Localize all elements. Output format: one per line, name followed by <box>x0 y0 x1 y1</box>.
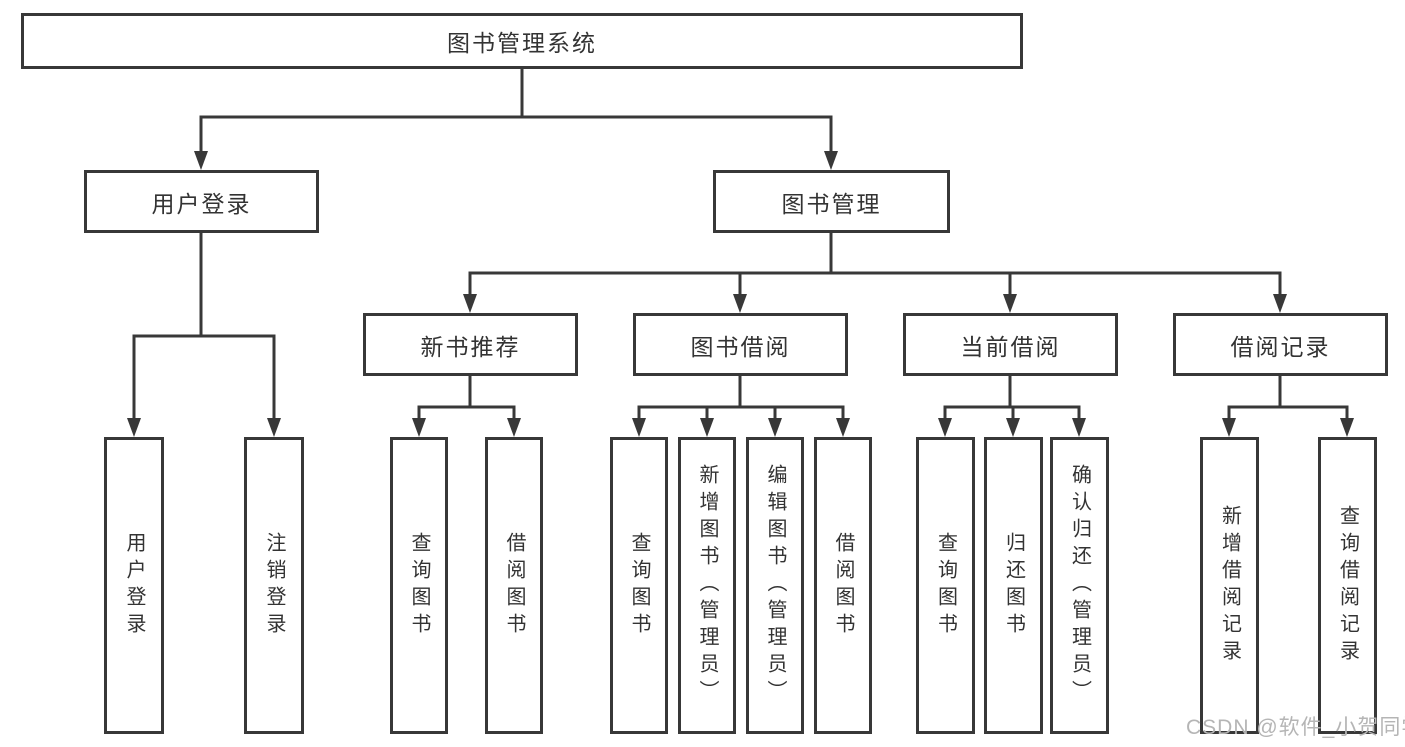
node-new-book-recommendation: 新书推荐 <box>363 313 578 376</box>
arrowhead-icon <box>1222 418 1236 437</box>
arrowhead-icon <box>1003 294 1017 313</box>
node-book-management: 图书管理 <box>713 170 950 233</box>
arrowhead-icon <box>1273 294 1287 313</box>
leaf-return-books: 归还图书 <box>984 437 1043 734</box>
leaf-edit-book-admin: 编辑图书（管理员） <box>746 437 804 734</box>
arrowhead-icon <box>632 418 646 437</box>
leaf-query-books-current: 查询图书 <box>916 437 975 734</box>
arrowhead-icon <box>1006 418 1020 437</box>
leaf-query-books-borrowing: 查询图书 <box>610 437 668 734</box>
leaf-borrow-books-borrowing: 借阅图书 <box>814 437 872 734</box>
leaf-query-borrow-record: 查询借阅记录 <box>1318 437 1377 734</box>
leaf-add-book-admin: 新增图书（管理员） <box>678 437 736 734</box>
node-user-login: 用户登录 <box>84 170 319 233</box>
arrowhead-icon <box>1340 418 1354 437</box>
arrowhead-icon <box>824 151 838 170</box>
arrowhead-icon <box>938 418 952 437</box>
leaf-logout: 注销登录 <box>244 437 304 734</box>
leaf-query-books-recommend: 查询图书 <box>390 437 448 734</box>
leaf-user-login: 用户登录 <box>104 437 164 734</box>
arrowhead-icon <box>127 418 141 437</box>
arrowhead-icon <box>412 418 426 437</box>
arrowhead-icon <box>733 294 747 313</box>
watermark: CSDN @软件_小贺同学 <box>1186 716 1405 739</box>
leaf-add-borrow-record: 新增借阅记录 <box>1200 437 1259 734</box>
arrowhead-icon <box>267 418 281 437</box>
leaf-borrow-books-recommend: 借阅图书 <box>485 437 543 734</box>
leaf-confirm-return-admin: 确认归还（管理员） <box>1050 437 1109 734</box>
arrowhead-icon <box>1072 418 1086 437</box>
arrowhead-icon <box>768 418 782 437</box>
node-borrowing-records: 借阅记录 <box>1173 313 1388 376</box>
arrowhead-icon <box>836 418 850 437</box>
node-library-system: 图书管理系统 <box>21 13 1023 69</box>
node-current-borrowing: 当前借阅 <box>903 313 1118 376</box>
node-book-borrowing: 图书借阅 <box>633 313 848 376</box>
arrowhead-icon <box>700 418 714 437</box>
arrowhead-icon <box>507 418 521 437</box>
arrowhead-icon <box>463 294 477 313</box>
arrowhead-icon <box>194 151 208 170</box>
